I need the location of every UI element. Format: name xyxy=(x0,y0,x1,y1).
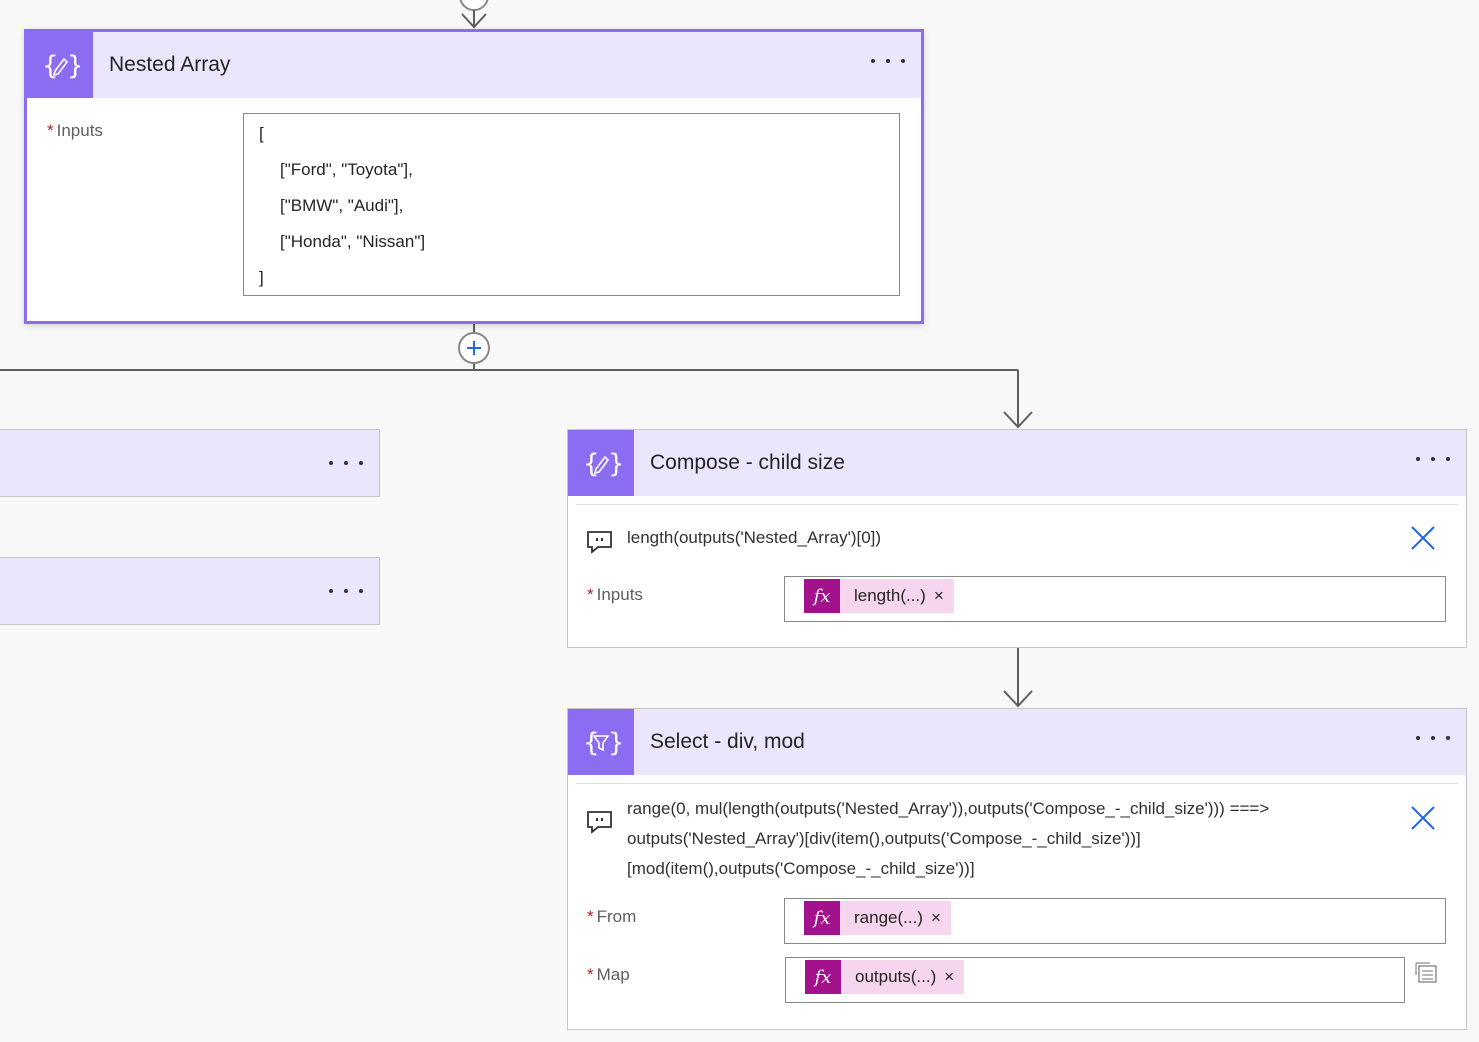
card-title: Nested Array xyxy=(109,53,231,76)
add-step-button[interactable] xyxy=(458,332,490,364)
select-div-mod-card[interactable]: { } Select - div, mod range(0, mul(lengt… xyxy=(567,708,1467,1030)
comment-text: length(outputs('Nested_Array')[0]) xyxy=(627,528,882,547)
comment-line: range(0, mul(length(outputs('Nested_Arra… xyxy=(627,799,1270,818)
fx-icon: fx xyxy=(804,901,840,935)
divider xyxy=(576,504,1458,505)
svg-text:{: { xyxy=(583,728,600,758)
svg-text:}: } xyxy=(608,449,621,479)
nested-array-header[interactable]: { } Nested Array xyxy=(27,32,921,98)
compose-child-size-card[interactable]: { } Compose - child size length(outputs(… xyxy=(567,429,1467,648)
svg-text:{: { xyxy=(583,449,600,479)
inputs-label: *Inputs xyxy=(47,121,103,140)
fx-icon: fx xyxy=(805,960,841,994)
switch-mode-icon[interactable] xyxy=(1414,961,1440,985)
compose-header[interactable]: { } Compose - child size xyxy=(568,430,1466,496)
more-options-icon[interactable] xyxy=(329,448,363,478)
svg-text:}: } xyxy=(608,728,621,758)
inputs-field[interactable]: fx length(...) × xyxy=(784,576,1446,622)
from-field[interactable]: fx range(...) × xyxy=(784,898,1446,944)
comment-line: [mod(item(),outputs('Compose_-_child_siz… xyxy=(627,859,975,878)
nested-array-card[interactable]: { } Nested Array *Inputs [ ["Ford", "Toy… xyxy=(24,29,924,324)
fx-icon: fx xyxy=(804,579,840,613)
remove-token-icon[interactable]: × xyxy=(930,908,941,927)
more-options-icon[interactable] xyxy=(871,46,905,76)
input-line: ] xyxy=(259,268,264,287)
remove-token-icon[interactable]: × xyxy=(944,967,955,986)
svg-text:{: { xyxy=(42,51,59,81)
map-field[interactable]: fx outputs(...) × xyxy=(785,957,1405,1003)
plus-icon xyxy=(467,341,481,355)
comment-icon xyxy=(587,531,612,554)
remove-token-icon[interactable]: × xyxy=(933,586,944,605)
card-title: Compose - child size xyxy=(650,451,845,474)
expression-token[interactable]: fx outputs(...) × xyxy=(805,960,965,994)
compose-icon: { } xyxy=(27,32,93,98)
card-title: Select - div, mod xyxy=(650,730,805,753)
more-options-icon[interactable] xyxy=(329,576,363,606)
input-line: ["Ford", "Toyota"], xyxy=(280,160,413,179)
inputs-field[interactable]: [ ["Ford", "Toyota"], ["BMW", "Audi"], [… xyxy=(243,113,900,296)
close-icon[interactable] xyxy=(1408,523,1438,553)
expression-token[interactable]: fx range(...) × xyxy=(804,901,951,935)
inputs-label: *Inputs xyxy=(587,585,643,604)
select-icon: { } xyxy=(568,709,634,775)
select-header[interactable]: { } Select - div, mod xyxy=(568,709,1466,775)
compose-icon: { } xyxy=(568,430,634,496)
more-options-icon[interactable] xyxy=(1416,444,1450,474)
close-icon[interactable] xyxy=(1408,803,1438,833)
input-line: [ xyxy=(259,124,264,143)
map-label: *Map xyxy=(587,965,630,984)
from-label: *From xyxy=(587,907,637,926)
comment-line: outputs('Nested_Array')[div(item(),outpu… xyxy=(627,829,1141,848)
expression-token[interactable]: fx length(...) × xyxy=(804,579,954,613)
input-line: ["Honda", "Nissan"] xyxy=(280,232,426,251)
left-branch-card-2[interactable] xyxy=(0,557,380,625)
comment-icon xyxy=(587,811,612,834)
more-options-icon[interactable] xyxy=(1416,723,1450,753)
left-branch-card-1[interactable] xyxy=(0,429,380,497)
divider xyxy=(576,783,1458,784)
svg-text:}: } xyxy=(67,51,80,81)
input-line: ["BMW", "Audi"], xyxy=(280,196,404,215)
